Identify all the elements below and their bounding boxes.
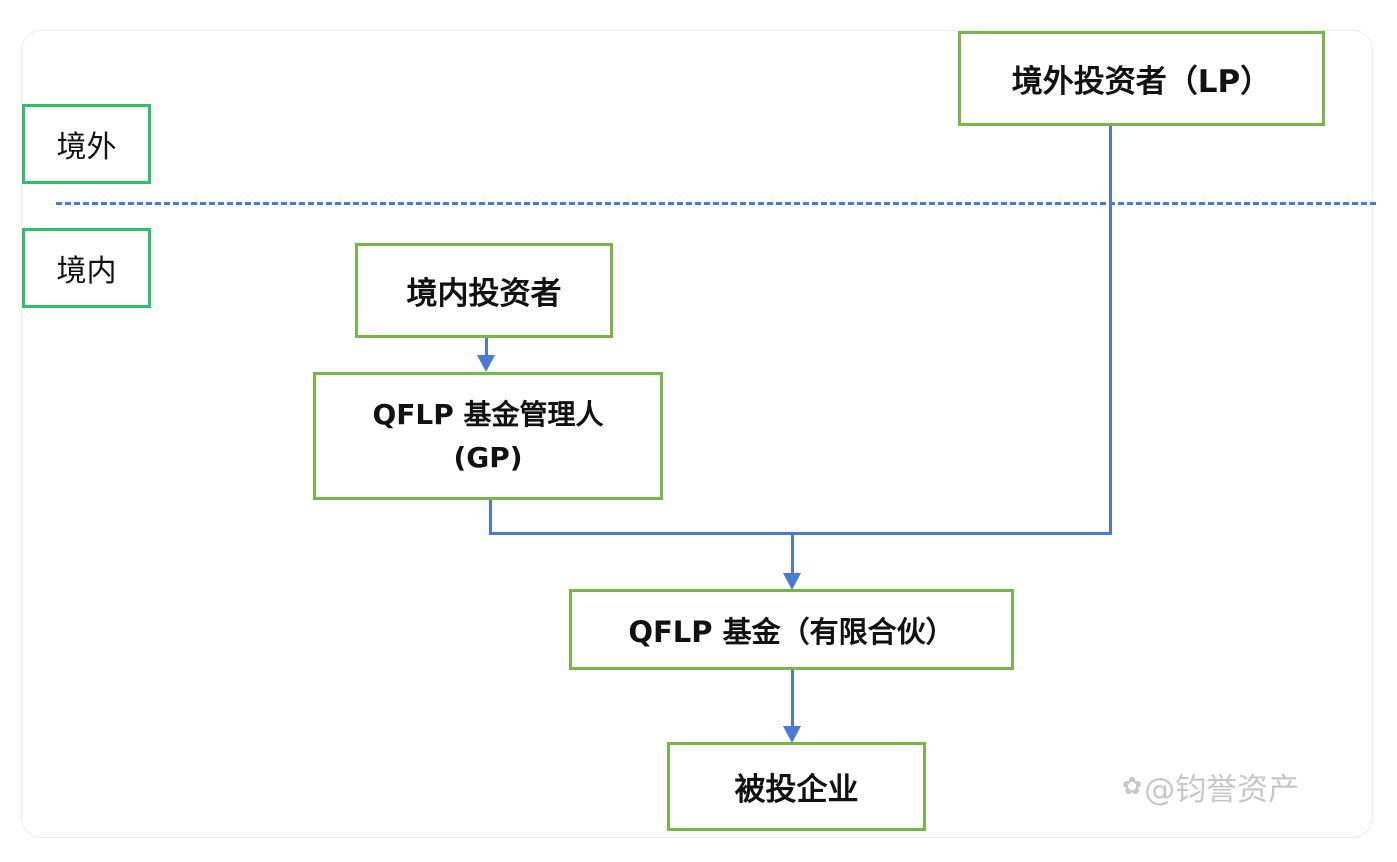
arrow-to-fund	[783, 573, 801, 590]
region-offshore-label: 境外	[22, 104, 151, 184]
arrow-domestic-to-gp	[477, 355, 495, 372]
watermark-text: @钧誉资产	[1144, 771, 1300, 808]
connector-domestic-to-gp	[485, 336, 488, 358]
connector-gp-vertical	[489, 498, 492, 534]
arrow-to-target	[783, 726, 801, 743]
watermark: ✿ @钧誉资产	[1122, 764, 1352, 808]
node-qflp-manager-gp: QFLP 基金管理人 (GP)	[313, 372, 663, 500]
node-qflp-fund: QFLP 基金（有限合伙）	[569, 589, 1014, 670]
node-foreign-investor-lp: 境外投资者（LP）	[958, 31, 1325, 126]
connector-join-to-fund	[791, 532, 794, 575]
node-investee-company: 被投企业	[667, 742, 926, 831]
connector-fund-to-target	[791, 668, 794, 728]
node-domestic-investor: 境内投资者	[355, 243, 613, 338]
region-onshore-label: 境内	[22, 228, 151, 308]
connector-lp-vertical	[1109, 124, 1112, 534]
diagram-card	[21, 30, 1373, 838]
node-gp-line2: (GP)	[453, 441, 523, 474]
paw-icon: ✿	[1122, 772, 1143, 800]
border-divider-line	[56, 202, 1376, 205]
connector-horizontal-join	[489, 532, 1112, 535]
node-gp-line1: QFLP 基金管理人	[372, 397, 604, 431]
